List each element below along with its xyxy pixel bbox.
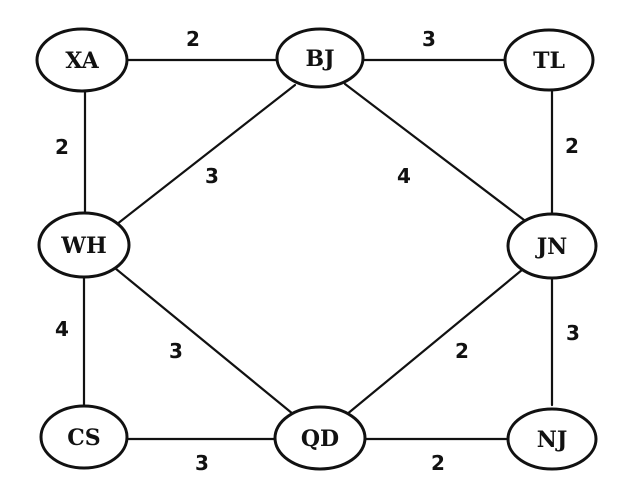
edge-weight-bj-jn: 4 — [397, 164, 411, 188]
node-qd: QD — [273, 405, 367, 471]
edge-weight-cs-qd: 3 — [195, 451, 209, 475]
node-jn-ellipse — [506, 212, 598, 280]
node-cs: CS — [39, 404, 129, 470]
node-bj-ellipse — [275, 27, 365, 89]
edge-jn-qd — [344, 263, 530, 417]
edges-layer — [82, 58, 554, 441]
edge-bj-jn — [343, 82, 530, 225]
node-qd-ellipse — [273, 405, 367, 471]
nodes-layer: XA BJ TL WH JN CS QD NJ — [35, 27, 598, 471]
edge-weight-jn-nj: 3 — [566, 321, 580, 345]
node-bj-label: BJ — [305, 46, 334, 72]
node-bj: BJ — [275, 27, 365, 89]
node-jn: JN — [506, 212, 598, 280]
edge-bj-wh — [110, 83, 297, 230]
node-wh-label: WH — [60, 233, 107, 259]
edge-weight-bj-tl: 3 — [422, 27, 436, 51]
edge-weight-wh-qd: 3 — [169, 339, 183, 363]
node-jn-label: JN — [535, 234, 568, 260]
node-qd-label: QD — [301, 426, 339, 452]
node-nj: NJ — [506, 407, 598, 471]
node-nj-ellipse — [506, 407, 598, 471]
node-wh: WH — [37, 211, 131, 279]
edge-weights-layer: 2 3 2 3 4 2 4 3 2 3 3 2 — [55, 27, 580, 475]
edge-weight-wh-cs: 4 — [55, 317, 69, 341]
node-tl: TL — [503, 28, 595, 92]
edge-weight-bj-wh: 3 — [205, 164, 219, 188]
edge-weight-tl-jn: 2 — [565, 134, 579, 158]
edge-weight-xa-bj: 2 — [186, 27, 200, 51]
node-xa: XA — [35, 27, 129, 93]
node-cs-label: CS — [67, 425, 100, 451]
edge-weight-jn-qd: 2 — [455, 339, 469, 363]
node-wh-ellipse — [37, 211, 131, 279]
node-xa-label: XA — [65, 48, 99, 74]
edge-weight-xa-wh: 2 — [55, 135, 69, 159]
node-tl-label: TL — [533, 48, 565, 74]
node-xa-ellipse — [35, 27, 129, 93]
edge-weight-qd-nj: 2 — [431, 451, 445, 475]
node-nj-label: NJ — [537, 427, 568, 453]
node-tl-ellipse — [503, 28, 595, 92]
edge-wh-qd — [108, 262, 295, 416]
node-cs-ellipse — [39, 404, 129, 470]
